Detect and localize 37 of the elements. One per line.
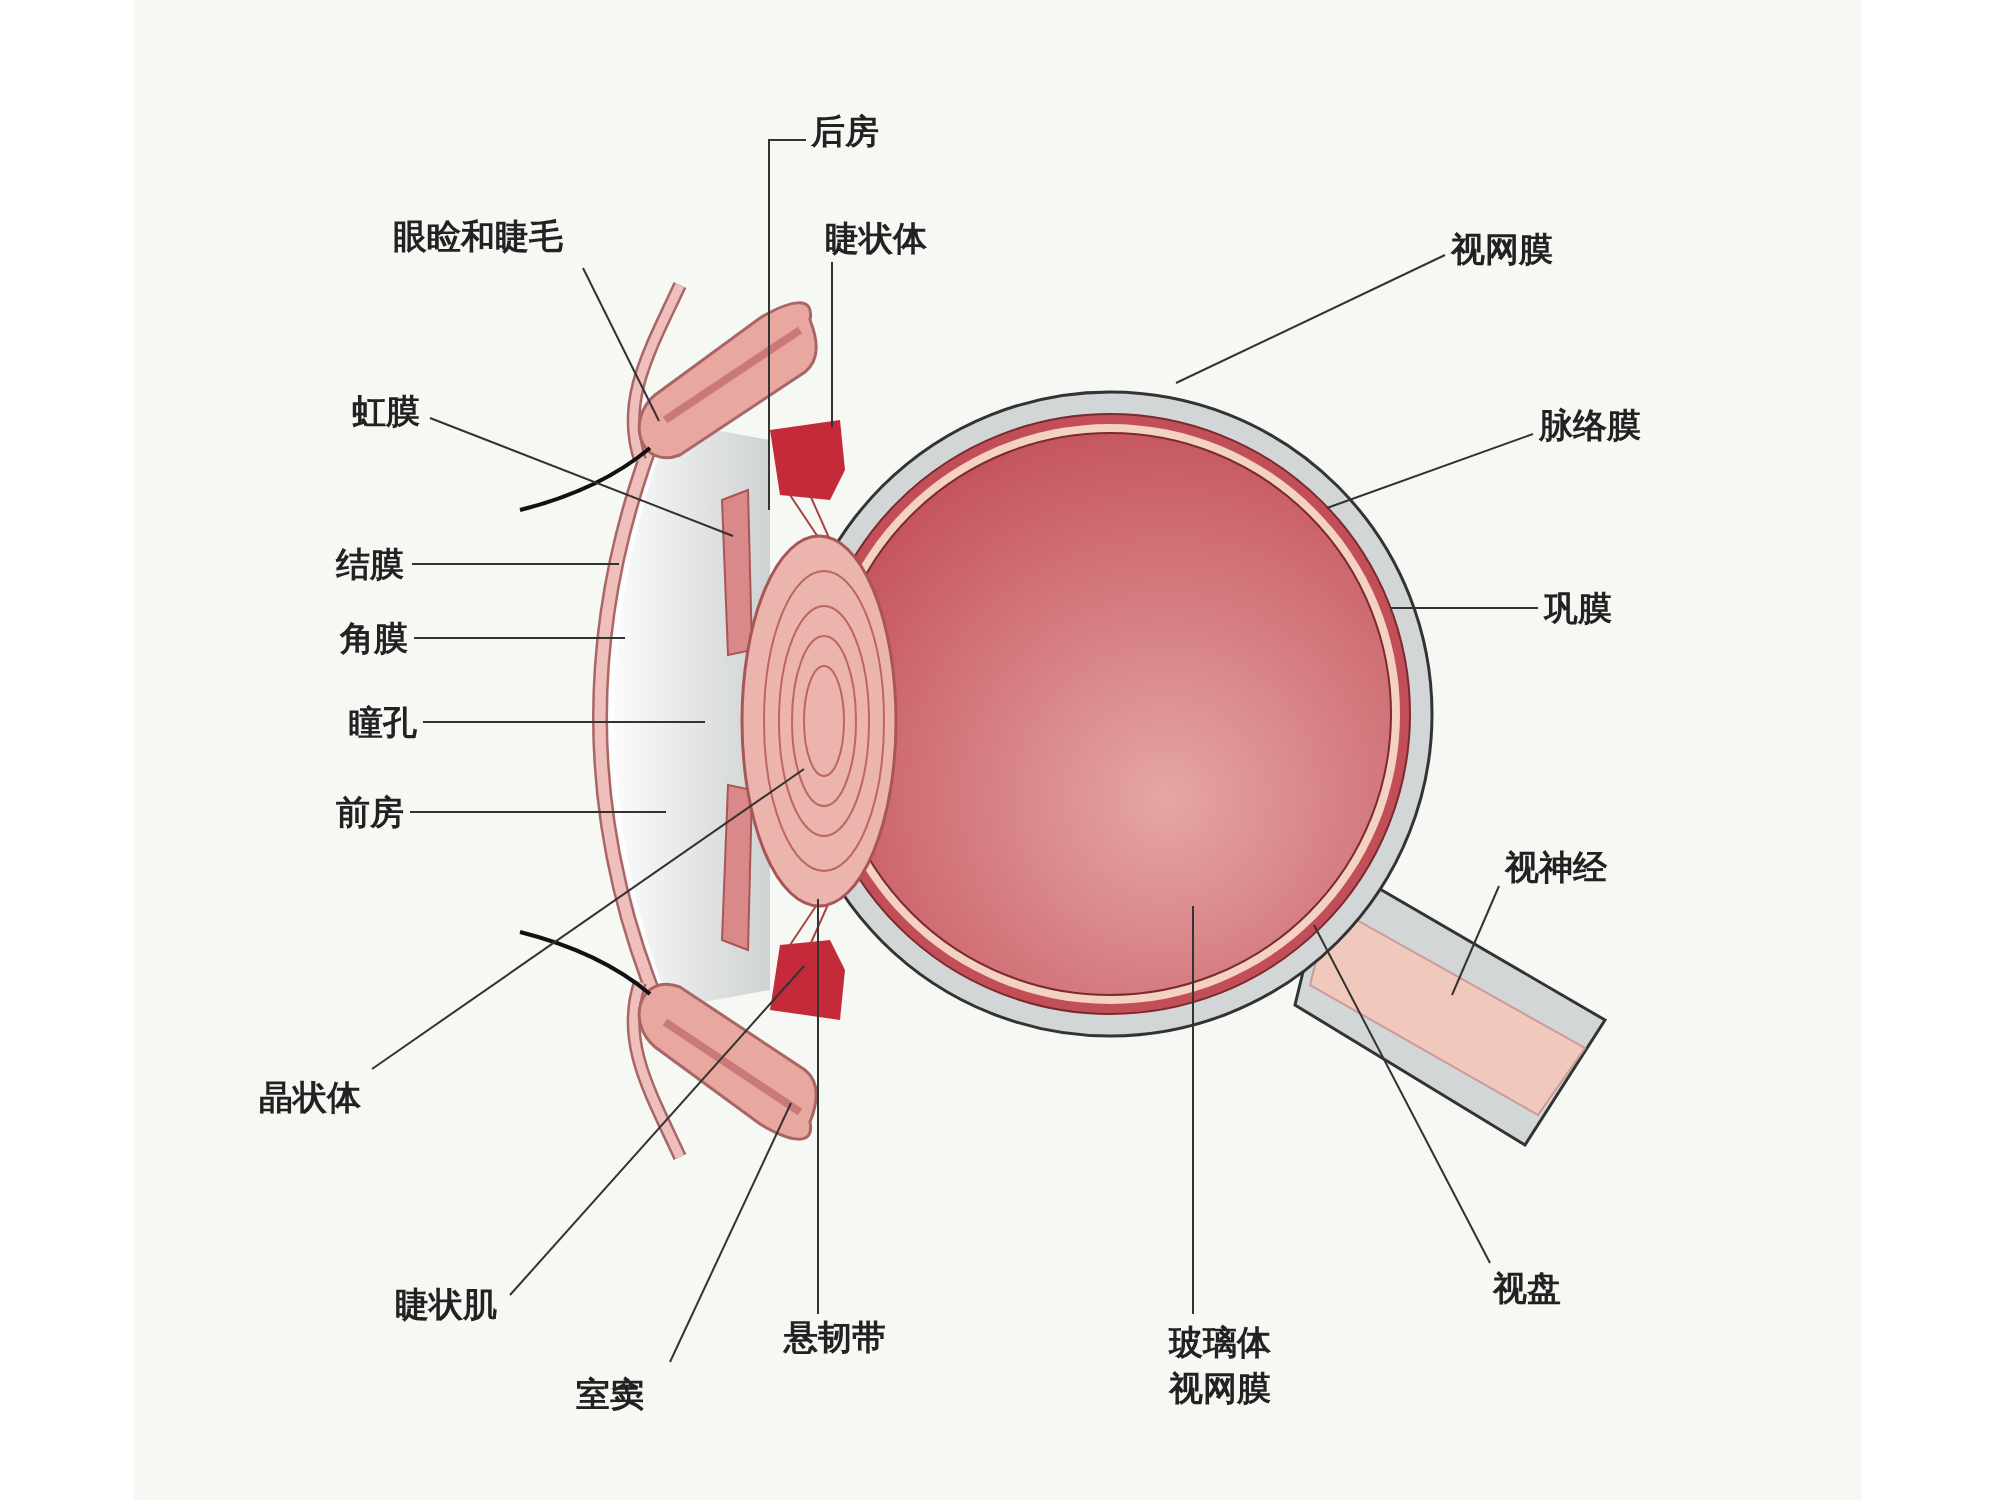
part-label: 前房	[336, 791, 404, 834]
part-label: 视盘	[1493, 1267, 1561, 1310]
part-label: 玻璃体	[1169, 1321, 1271, 1364]
leader-line	[429, 417, 734, 537]
leader-line	[1389, 607, 1539, 609]
leader-line	[1313, 924, 1491, 1264]
part-label: 虹膜	[352, 390, 420, 433]
leader-line	[1175, 254, 1446, 384]
part-label: 室窦	[576, 1373, 644, 1416]
leader-line	[669, 1102, 792, 1363]
leader-line	[582, 267, 660, 422]
part-label: 视网膜	[1451, 228, 1553, 271]
leader-line	[509, 965, 805, 1296]
leader-line	[409, 811, 667, 813]
part-label: 角膜	[340, 617, 408, 660]
leader-line	[1326, 433, 1534, 509]
leader-line	[371, 768, 805, 1070]
part-label: 睫状肌	[395, 1283, 497, 1326]
part-label: 视神经	[1505, 846, 1607, 889]
part-label: 后房	[811, 110, 879, 153]
leader-line	[1192, 905, 1194, 1315]
leader-line	[411, 563, 620, 565]
leader-line	[413, 637, 626, 639]
leader-line	[817, 898, 819, 1315]
part-label: 结膜	[336, 543, 404, 586]
leader-line	[422, 721, 706, 723]
part-label: 巩膜	[1544, 587, 1612, 630]
part-label: 脉络膜	[1539, 404, 1641, 447]
leader-line	[1451, 885, 1500, 996]
part-label: 晶状体	[259, 1076, 361, 1119]
leader-line	[768, 139, 807, 511]
part-label: 悬韧带	[784, 1316, 886, 1359]
part-label: 眼睑和睫毛	[393, 215, 563, 258]
leader-line	[831, 261, 833, 428]
part-label: 瞳孔	[349, 701, 417, 744]
part-label: 睫状体	[825, 217, 927, 260]
part-label: 视网膜	[1169, 1367, 1271, 1410]
